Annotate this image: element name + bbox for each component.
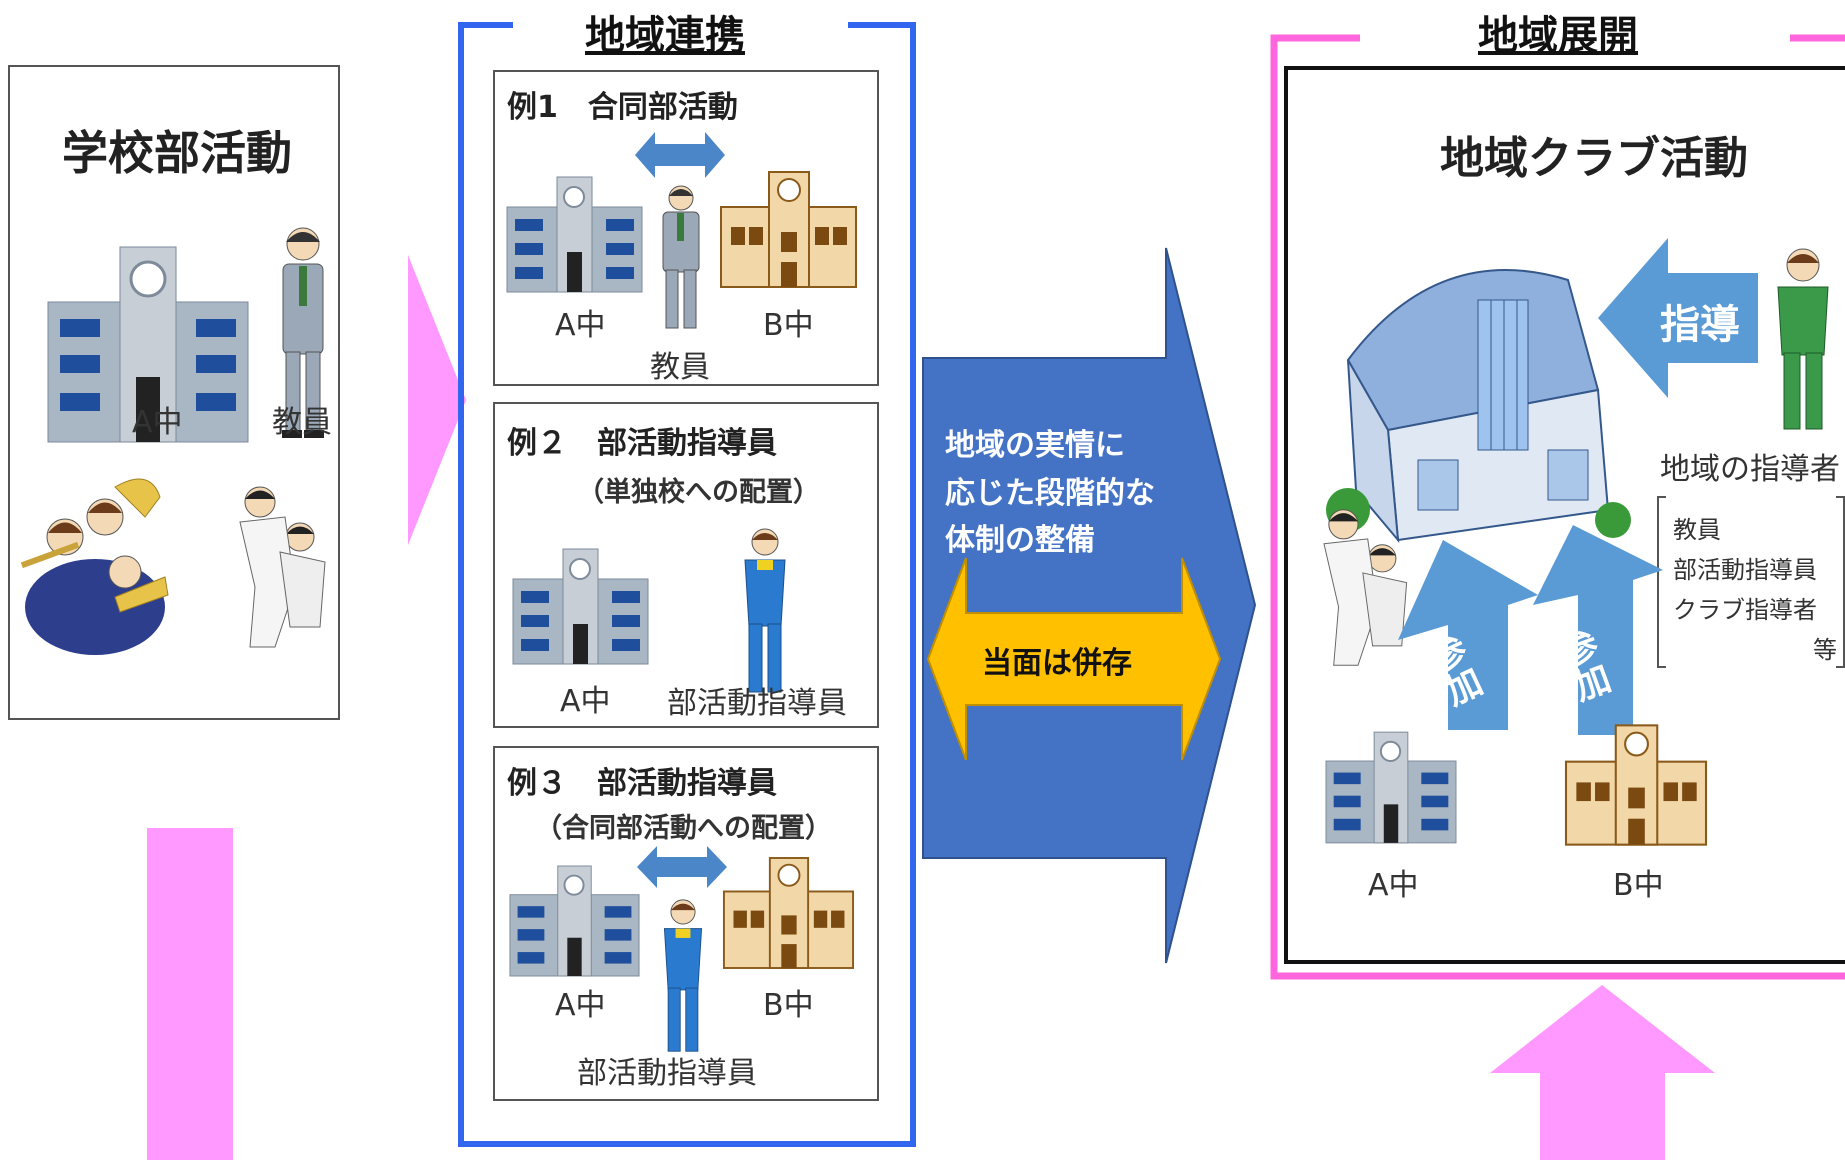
club-instructor-label: 部活動指導員 <box>667 686 847 721</box>
transition-line-1: 地域の実情に <box>945 428 1125 463</box>
coexist-double-arrow <box>926 557 1222 761</box>
participation-arrow-a <box>1398 540 1538 730</box>
judo-illustration <box>1323 509 1408 666</box>
teacher-label: 教員 <box>650 350 710 385</box>
expansion-bracket <box>1270 34 1845 980</box>
school-building-icon <box>47 246 249 443</box>
pink-right-arrow <box>408 255 466 545</box>
example2-panel: 例２ 部活動指導員 （単独校への配置） A中 部活動指導員 <box>493 402 879 728</box>
example3-title: 例３ 部活動指導員 <box>507 766 777 801</box>
school-a-label: A中 <box>555 308 606 343</box>
coexist-label: 当面は併存 <box>982 646 1132 681</box>
double-arrow-icon <box>637 846 727 888</box>
cooperation-heading: 地域連携 <box>585 13 745 59</box>
double-arrow-icon <box>635 132 725 178</box>
guidance-label: 指導 <box>1660 302 1740 348</box>
leader-types-bracket <box>1657 496 1845 668</box>
school-a-icon <box>1325 731 1457 844</box>
school-b-label: B中 <box>1613 868 1664 903</box>
club-instructor-icon <box>744 528 786 693</box>
transition-arrow <box>922 247 1257 964</box>
guidance-arrow <box>1598 238 1758 398</box>
community-leader-label: 地域の指導者 <box>1660 452 1840 487</box>
judo-illustration <box>239 486 326 648</box>
school-a-icon <box>512 548 649 665</box>
expansion-heading: 地域展開 <box>1478 13 1638 59</box>
school-a-label: A中 <box>560 684 611 719</box>
community-club-panel: 地域クラブ活動 指導 地域の指導者 教員 部活動指導員 クラブ指導者 等 <box>1284 66 1845 964</box>
leader-type-etc: 等 <box>1813 636 1837 664</box>
gymnasium-icon <box>1326 269 1631 544</box>
example2-subtitle: （単独校への配置） <box>577 477 820 508</box>
school-b-label: B中 <box>763 308 814 343</box>
transition-line-2: 応じた段階的な <box>945 476 1155 511</box>
example3-subtitle: （合同部活動への配置） <box>535 813 832 844</box>
school-club-title: 学校部活動 <box>62 126 292 180</box>
transition-line-3: 体制の整備 <box>945 523 1095 558</box>
school-label: A中 <box>132 405 183 440</box>
pink-up-arrow <box>1490 985 1715 1160</box>
teacher-icon <box>282 227 324 438</box>
teacher-icon <box>662 185 700 329</box>
leader-type-club-instructor: 部活動指導員 <box>1673 556 1817 584</box>
leader-type-teacher: 教員 <box>1673 516 1721 544</box>
club-instructor-label: 部活動指導員 <box>577 1056 757 1091</box>
school-b-label: B中 <box>763 988 814 1023</box>
community-club-title: 地域クラブ活動 <box>1440 133 1748 184</box>
brass-band-illustration <box>20 478 169 655</box>
school-a-label: A中 <box>1368 868 1419 903</box>
participation-arrow-b <box>1533 525 1663 735</box>
school-b-icon <box>1564 724 1708 846</box>
pink-vertical-bar <box>147 828 233 1160</box>
community-leader-icon <box>1777 248 1829 430</box>
school-a-icon <box>509 865 640 977</box>
school-a-label: A中 <box>555 988 606 1023</box>
school-club-panel: 学校部活動 A中 教員 <box>8 65 340 720</box>
school-b-icon <box>720 171 857 288</box>
example2-title: 例２ 部活動指導員 <box>507 426 777 461</box>
school-b-icon <box>722 857 855 969</box>
example3-panel: 例３ 部活動指導員 （合同部活動への配置） A中 B中 部活動指導員 <box>493 746 879 1101</box>
teacher-label: 教員 <box>272 405 332 440</box>
school-a-icon <box>506 176 643 293</box>
example1-title: 例1 合同部活動 <box>507 90 738 125</box>
club-instructor-icon <box>663 899 703 1052</box>
leader-type-club-coach: クラブ指導者 <box>1673 596 1817 624</box>
cooperation-bracket <box>458 22 916 1147</box>
example1-panel: 例1 合同部活動 A中 B中 教員 <box>493 70 879 386</box>
